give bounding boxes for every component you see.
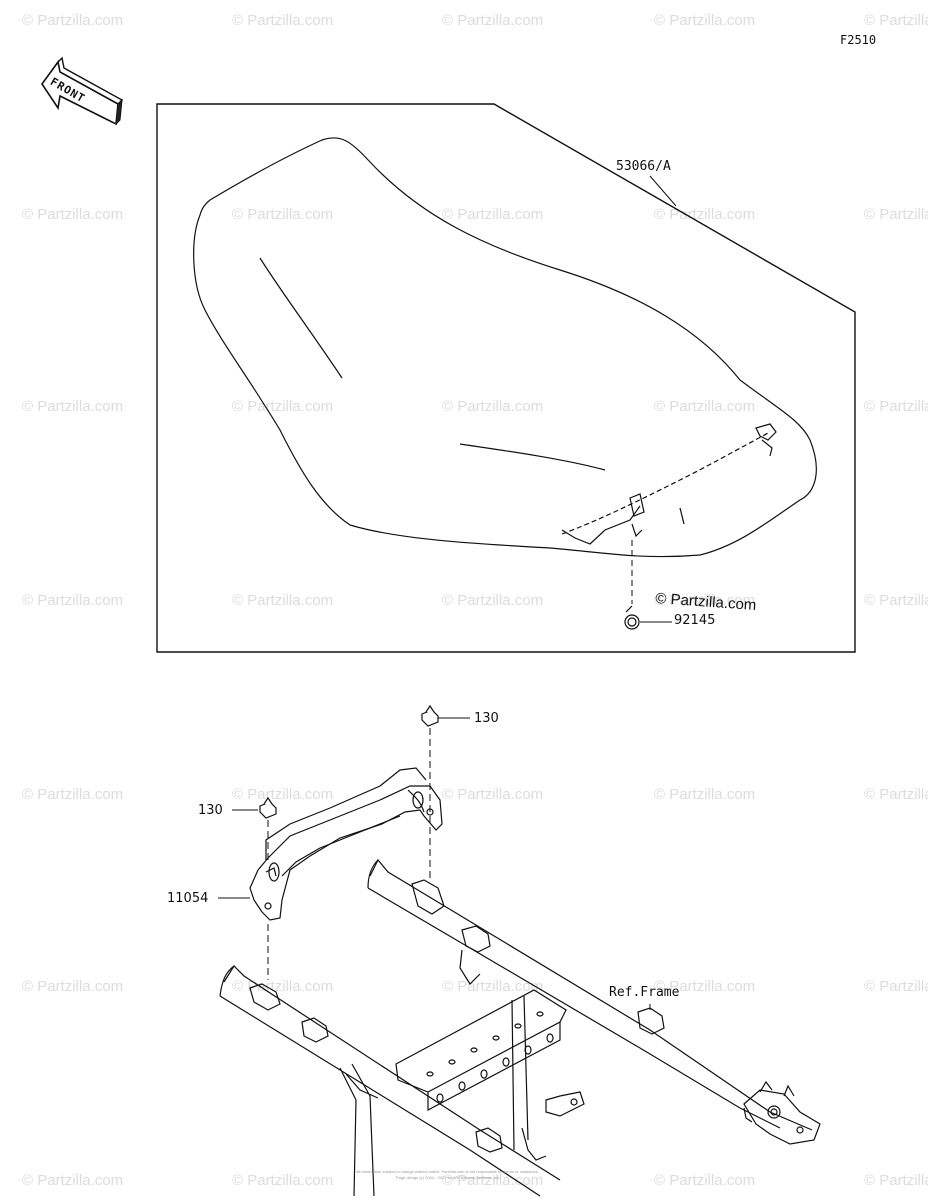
fine-print-line-2: Page design (c) 2004 - 2017 by ARI Netwo… bbox=[396, 1175, 501, 1180]
bolt-icon bbox=[259, 796, 277, 819]
seat-leader-line bbox=[649, 175, 677, 207]
watermark-text: © Partzilla.com bbox=[654, 1172, 756, 1189]
watermark-text: © Partzilla.com bbox=[442, 1172, 544, 1189]
watermark-text: © Partzilla.com bbox=[442, 592, 544, 609]
front-arrow-icon bbox=[41, 56, 124, 126]
watermark-text: © Partzilla.com bbox=[442, 786, 544, 803]
watermark-text: © Partzilla.com bbox=[232, 12, 334, 29]
spring-icon bbox=[624, 605, 640, 630]
watermark-text: © Partzilla.com bbox=[654, 398, 756, 415]
label-bolt-left: 130 bbox=[198, 803, 223, 818]
watermark-text: © Partzilla.com bbox=[864, 786, 928, 803]
watermark-text: © Partzilla.com bbox=[22, 206, 124, 223]
watermark-text: © Partzilla.com bbox=[864, 978, 928, 995]
label-spring: 92145 bbox=[674, 613, 716, 628]
watermark-text: © Partzilla.com bbox=[864, 12, 928, 29]
seat-panel-frame bbox=[156, 103, 856, 653]
watermark-text: © Partzilla.com bbox=[22, 1172, 124, 1189]
watermark-text: © Partzilla.com bbox=[232, 592, 334, 609]
watermark-text: © Partzilla.com bbox=[654, 592, 756, 609]
watermark-text: © Partzilla.com bbox=[654, 978, 756, 995]
seat-drawing bbox=[193, 137, 817, 558]
figure-code: F2510 bbox=[840, 33, 877, 47]
watermark-text: © Partzilla.com bbox=[442, 12, 544, 29]
watermark-text: © Partzilla.com bbox=[22, 786, 124, 803]
watermark-text: © Partzilla.com bbox=[864, 592, 928, 609]
label-seat: 53066/A bbox=[616, 159, 671, 174]
watermark-text: © Partzilla.com bbox=[654, 12, 756, 29]
watermark-text: © Partzilla.com bbox=[864, 1172, 928, 1189]
label-bolt-top: 130 bbox=[474, 711, 499, 726]
watermark-text: © Partzilla.com bbox=[864, 398, 928, 415]
cross-member-holes bbox=[426, 1011, 554, 1103]
watermark-text: © Partzilla.com bbox=[232, 1172, 334, 1189]
watermark-text: © Partzilla.com bbox=[442, 206, 544, 223]
fine-print-line-1: All information subject to change withou… bbox=[356, 1169, 539, 1174]
bracket-drawing bbox=[249, 767, 443, 921]
watermark-text: © Partzilla.com bbox=[232, 786, 334, 803]
watermark-text: © Partzilla.com bbox=[864, 206, 928, 223]
watermark-text: © Partzilla.com bbox=[654, 786, 756, 803]
watermark-text: © Partzilla.com bbox=[232, 978, 334, 995]
bolt-icon bbox=[421, 704, 439, 727]
label-bracket: 11054 bbox=[167, 891, 209, 906]
frame-drawing bbox=[219, 858, 821, 1197]
watermark-text: © Partzilla.com bbox=[232, 398, 334, 415]
watermark-text: © Partzilla.com bbox=[232, 206, 334, 223]
watermark-text: © Partzilla.com bbox=[22, 592, 124, 609]
watermark-text: © Partzilla.com bbox=[22, 978, 124, 995]
watermark-text: © Partzilla.com bbox=[442, 398, 544, 415]
watermark-text: © Partzilla.com bbox=[442, 978, 544, 995]
label-frame-ref: Ref.Frame bbox=[609, 985, 680, 1000]
watermark-text: © Partzilla.com bbox=[22, 398, 124, 415]
watermark-text: © Partzilla.com bbox=[22, 12, 124, 29]
